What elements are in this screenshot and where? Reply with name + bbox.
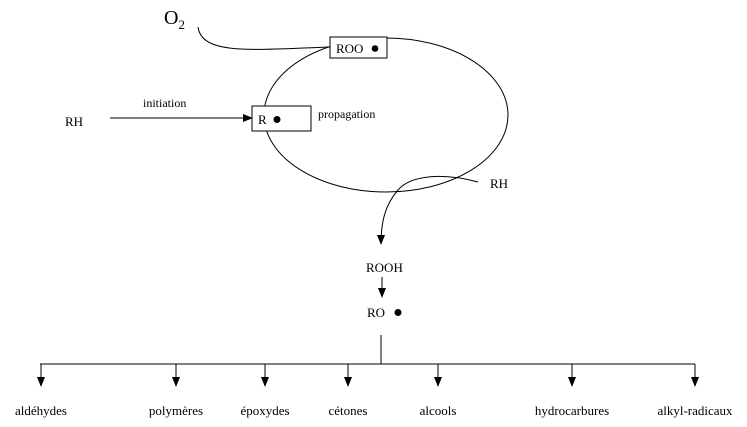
initiation-reactant: RH (65, 114, 83, 129)
product-label: polymères (149, 403, 203, 418)
oxygen-curve (197, 26, 331, 50)
peroxyl-radical-box (329, 36, 388, 59)
alkoxyl-radical-dot (394, 309, 402, 316)
oxygen-symbol: O (164, 7, 178, 29)
oxygen-label: O2 (164, 7, 185, 32)
product-labels: aldéhydes polymères époxydes cétones alcools… (15, 403, 733, 418)
product-label: alcools (420, 403, 457, 418)
peroxyl-radical-label: ROO (336, 41, 363, 56)
alkyl-radical-dot (273, 116, 281, 123)
peroxyl-radical-dot (371, 45, 379, 52)
product-arrows (37, 364, 699, 387)
product-label: aldéhydes (15, 403, 67, 418)
propagation-label: propagation (318, 107, 375, 121)
product-label: alkyl-radicaux (657, 403, 733, 418)
initiation-label: initiation (143, 96, 186, 110)
hydroperoxide-label: ROOH (366, 260, 403, 275)
alkyl-radical-label: R (258, 112, 267, 127)
oxygen-subscript: 2 (178, 17, 185, 32)
product-label: époxydes (240, 403, 289, 418)
hydrogen-donor-label: RH (490, 176, 508, 191)
hydrogen-donor-curve (377, 175, 479, 245)
product-label: cétones (329, 403, 368, 418)
product-label: hydrocarbures (535, 403, 609, 418)
alkyl-radical-box (251, 105, 312, 132)
alkoxyl-radical-label: RO (367, 305, 385, 320)
